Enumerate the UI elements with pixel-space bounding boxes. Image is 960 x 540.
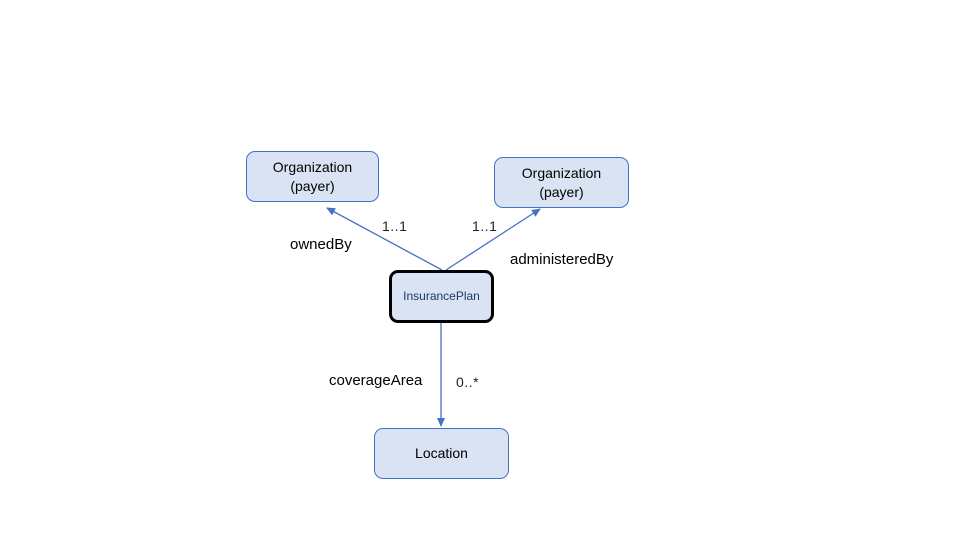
edge-owned-by-multiplicity: 1..1 bbox=[382, 218, 408, 234]
node-insurance-plan[interactable]: InsurancePlan bbox=[389, 270, 494, 323]
node-location-label: Location bbox=[415, 445, 468, 461]
edge-coverage-area-role: coverageArea bbox=[329, 372, 423, 389]
node-insurance-plan-label: InsurancePlan bbox=[403, 289, 480, 303]
node-organization-admin[interactable]: Organization (payer) bbox=[494, 157, 629, 208]
node-organization-admin-name: Organization bbox=[521, 164, 602, 181]
node-organization-admin-qualifier: (payer) bbox=[539, 183, 584, 200]
edge-owned-by bbox=[326, 207, 443, 271]
node-organization-owner[interactable]: Organization (payer) bbox=[246, 151, 379, 202]
edge-owned-by-role: ownedBy bbox=[290, 236, 352, 253]
edge-administered-by bbox=[445, 208, 541, 271]
node-location[interactable]: Location bbox=[374, 428, 509, 479]
edge-coverage-area-multiplicity: 0..* bbox=[456, 374, 480, 390]
node-organization-owner-name: Organization bbox=[272, 158, 353, 175]
edge-administered-by-multiplicity: 1..1 bbox=[472, 218, 498, 234]
node-organization-owner-qualifier: (payer) bbox=[290, 177, 335, 194]
edge-administered-by-role: administeredBy bbox=[510, 251, 614, 268]
